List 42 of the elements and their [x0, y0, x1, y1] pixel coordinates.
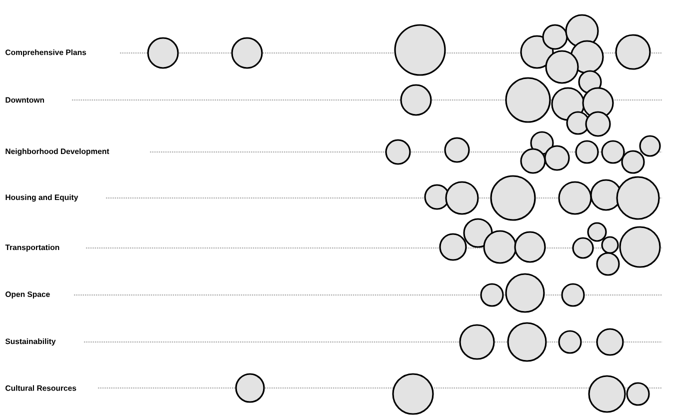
milestone-bubble: [444, 137, 470, 163]
milestone-bubble: [575, 140, 599, 164]
milestone-bubble: [585, 111, 611, 137]
milestone-bubble: [596, 252, 620, 276]
milestone-bubble: [590, 179, 622, 211]
milestone-bubble: [505, 77, 551, 123]
milestone-bubble: [626, 382, 650, 406]
milestone-bubble: [463, 218, 493, 248]
milestone-bubble: [566, 111, 590, 135]
milestone-bubble: [439, 233, 467, 261]
milestone-bubble: [544, 145, 570, 171]
milestone-bubble: [596, 328, 624, 356]
milestone-bubble: [639, 135, 661, 157]
milestone-bubble: [385, 139, 411, 165]
milestone-bubble: [601, 236, 619, 254]
milestone-bubble: [520, 148, 546, 174]
milestone-bubble: [490, 175, 536, 221]
milestone-bubble: [514, 231, 546, 263]
milestone-bubble: [400, 84, 432, 116]
milestone-bubble: [424, 184, 450, 210]
milestone-bubble: [235, 373, 265, 403]
milestone-bubble: [394, 24, 446, 76]
milestone-bubble: [615, 34, 651, 70]
milestone-bubble: [561, 283, 585, 307]
milestone-bubble: [445, 181, 479, 215]
milestone-bubble: [392, 373, 434, 415]
milestone-bubble: [231, 37, 263, 69]
milestone-bubble: [621, 150, 645, 174]
milestone-bubble: [587, 222, 607, 242]
milestone-bubble: [483, 230, 517, 264]
milestone-bubble: [545, 50, 579, 84]
milestone-bubble: [147, 37, 179, 69]
milestone-bubble: [558, 181, 592, 215]
milestone-bubble: [619, 226, 661, 268]
milestone-bubble: [480, 283, 504, 307]
milestone-bubble: [507, 322, 547, 362]
milestone-bubble: [558, 330, 582, 354]
milestone-bubble: [601, 140, 625, 164]
milestone-bubble: [459, 324, 495, 360]
milestone-bubble: [572, 237, 594, 259]
milestone-bubble: [616, 176, 660, 220]
milestone-bubble: [542, 24, 568, 50]
